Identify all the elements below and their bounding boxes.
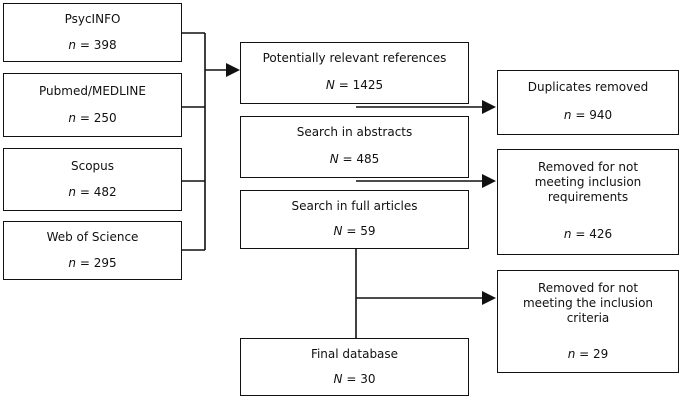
source-name: Scopus [70,159,115,173]
source-count: n = 295 [68,256,117,270]
stage-count: N = 485 [329,152,380,166]
stage-label: Final database [310,347,399,361]
exclusion-label-line: Removed for not [537,281,639,295]
stage-label: Search in full articles [291,199,418,213]
source-box-pubmed: Pubmed/MEDLINE n = 250 [3,73,182,137]
source-count: n = 482 [68,185,117,199]
stage-box-final-database: Final database N = 30 [240,338,469,396]
source-name: Pubmed/MEDLINE [39,84,146,98]
exclusion-count: n = 426 [563,227,613,241]
exclusion-label-line: requirements [547,190,629,204]
stage-box-search-full-articles: Search in full articles N = 59 [240,190,469,249]
exclusion-label-line: meeting the inclusion [522,296,654,310]
source-box-scopus: Scopus n = 482 [3,148,182,211]
source-count: n = 398 [68,38,117,52]
source-name: PsycINFO [64,12,121,26]
stage-label: Search in abstracts [296,125,413,139]
stage-count: N = 1425 [325,78,384,92]
stage-label: Potentially relevant references [262,51,447,65]
exclusion-box-inclusion-criteria: Removed for not meeting the inclusion cr… [497,270,679,373]
stage-count: N = 30 [333,372,376,386]
source-name: Web of Science [46,230,139,244]
exclusion-count: n = 940 [563,108,613,122]
source-box-web-of-science: Web of Science n = 295 [3,221,182,280]
stage-box-potentially-relevant: Potentially relevant references N = 1425 [240,42,469,104]
source-count: n = 250 [68,111,117,125]
exclusion-box-duplicates: Duplicates removed n = 940 [497,70,679,135]
exclusion-label-line: Removed for not [537,160,639,174]
source-box-psycinfo: PsycINFO n = 398 [3,3,182,62]
exclusion-box-inclusion-requirements: Removed for not meeting inclusion requir… [497,149,679,255]
exclusion-count: n = 29 [567,347,609,361]
exclusion-label-line: criteria [566,311,610,325]
exclusion-label-line: meeting inclusion [534,175,642,189]
stage-count: N = 59 [333,224,376,238]
stage-box-search-abstracts: Search in abstracts N = 485 [240,116,469,178]
exclusion-label-line: Duplicates removed [527,80,649,94]
